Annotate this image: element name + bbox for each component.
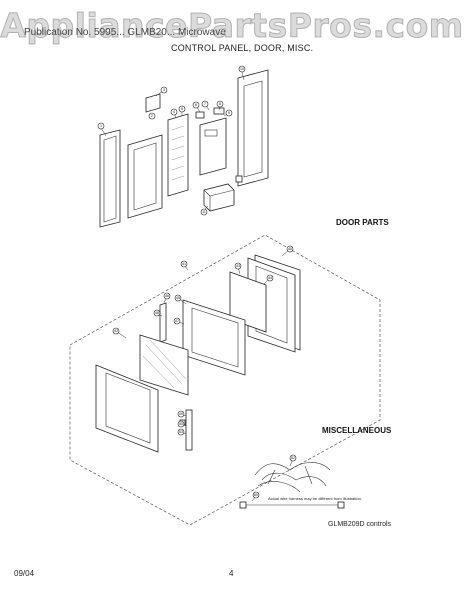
callout-number: 49 bbox=[179, 412, 183, 416]
callout-number: 10 bbox=[240, 67, 244, 71]
callout-number: 47 bbox=[175, 319, 179, 323]
callout-60: 60 bbox=[251, 491, 260, 502]
callout-number: 52 bbox=[291, 456, 295, 460]
callout-6: 6 bbox=[192, 101, 201, 113]
callout-1: 1 bbox=[97, 122, 107, 137]
callout-45: 45 bbox=[174, 294, 187, 305]
callout-7: 7 bbox=[201, 100, 210, 111]
controls-caption: GLMB209D controls bbox=[328, 521, 392, 528]
door-front-panel bbox=[95, 364, 159, 453]
door-screen bbox=[139, 334, 189, 396]
display-bracket bbox=[145, 93, 161, 113]
header-model: Publication No. 5995... GLMB20... Microw… bbox=[24, 27, 226, 38]
callout-number: 46 bbox=[165, 294, 169, 298]
callout-number: 44 bbox=[268, 276, 272, 280]
door-screen-mesh bbox=[142, 339, 187, 389]
harness-plug-right bbox=[337, 501, 345, 509]
callout-47: 47 bbox=[173, 317, 185, 325]
callout-44: 44 bbox=[263, 274, 274, 285]
callout-number: 2 bbox=[151, 114, 153, 118]
callout-number: 60 bbox=[254, 493, 258, 497]
watermark: AppliancePartsPros.com bbox=[0, 6, 464, 46]
callout-number: 42 bbox=[114, 329, 118, 333]
section-label-miscellaneous: MISCELLANEOUS bbox=[322, 426, 392, 435]
callout-41: 41 bbox=[180, 260, 189, 271]
door-trim-strip bbox=[99, 129, 121, 228]
door-trim-inner bbox=[103, 135, 117, 223]
keypad-keys bbox=[171, 125, 185, 181]
door-latch bbox=[185, 409, 193, 451]
callout-number: 7 bbox=[204, 102, 206, 106]
keypad-membrane bbox=[167, 113, 189, 197]
callout-number: 3 bbox=[163, 88, 165, 92]
door-assembly-boundary bbox=[69, 234, 381, 526]
control-housing-inner bbox=[243, 80, 263, 178]
callout-50: 50 bbox=[177, 420, 187, 428]
callout-52: 52 bbox=[289, 454, 297, 467]
control-panel-frame bbox=[127, 134, 163, 219]
door-inner-frame-window bbox=[191, 307, 239, 368]
callout-40: 40 bbox=[281, 245, 294, 257]
door-inner-frame bbox=[182, 299, 246, 376]
wire-harness bbox=[239, 462, 345, 509]
callout-number: 4 bbox=[173, 110, 175, 114]
callout-number: 53 bbox=[179, 430, 183, 434]
callout-number: 41 bbox=[182, 262, 186, 266]
callout-10: 10 bbox=[238, 65, 246, 81]
callout-2: 2 bbox=[148, 112, 156, 120]
small-bracket bbox=[195, 111, 205, 119]
callout-number: 48 bbox=[155, 311, 159, 315]
callout-11: 11 bbox=[200, 205, 209, 216]
harness-note: Actual wire harness may be different fro… bbox=[268, 496, 362, 501]
callout-9: 9 bbox=[223, 109, 233, 117]
control-housing bbox=[237, 69, 269, 187]
callout-number: 8 bbox=[219, 102, 221, 106]
callout-3: 3 bbox=[155, 86, 168, 97]
control-board bbox=[199, 117, 227, 176]
callout-number: 40 bbox=[288, 247, 292, 251]
small-clip bbox=[213, 107, 225, 115]
callout-number: 11 bbox=[202, 210, 206, 214]
section-label-door-parts: DOOR PARTS bbox=[336, 218, 389, 227]
callout-number: 1 bbox=[100, 124, 102, 128]
callout-number: 43 bbox=[236, 264, 240, 268]
page-title: CONTROL PANEL, DOOR, MISC. bbox=[171, 43, 314, 53]
callout-number: 5 bbox=[181, 107, 183, 111]
control-board-chip bbox=[204, 129, 218, 137]
callout-8: 8 bbox=[216, 100, 224, 111]
control-panel-window bbox=[133, 142, 157, 211]
callout-number: 50 bbox=[179, 422, 183, 426]
callout-43: 43 bbox=[234, 262, 242, 275]
callout-48: 48 bbox=[153, 309, 163, 317]
callout-number: 9 bbox=[228, 111, 230, 115]
footer-date: 09/04 bbox=[14, 569, 35, 578]
callout-number: 6 bbox=[195, 103, 197, 107]
callout-46: 46 bbox=[163, 292, 171, 304]
door-glass bbox=[229, 271, 267, 333]
connector bbox=[235, 175, 243, 183]
switch-box bbox=[203, 183, 235, 212]
door-front-window bbox=[105, 372, 151, 444]
callout-5: 5 bbox=[178, 105, 186, 116]
callout-number: 45 bbox=[176, 296, 180, 300]
door-hinge bbox=[159, 302, 167, 343]
callout-4: 4 bbox=[170, 108, 178, 119]
callout-49: 49 bbox=[177, 410, 187, 418]
callout-53: 53 bbox=[177, 428, 187, 436]
harness-plug-left bbox=[239, 501, 247, 509]
callout-42: 42 bbox=[112, 327, 127, 339]
footer-page-number: 4 bbox=[229, 569, 234, 578]
